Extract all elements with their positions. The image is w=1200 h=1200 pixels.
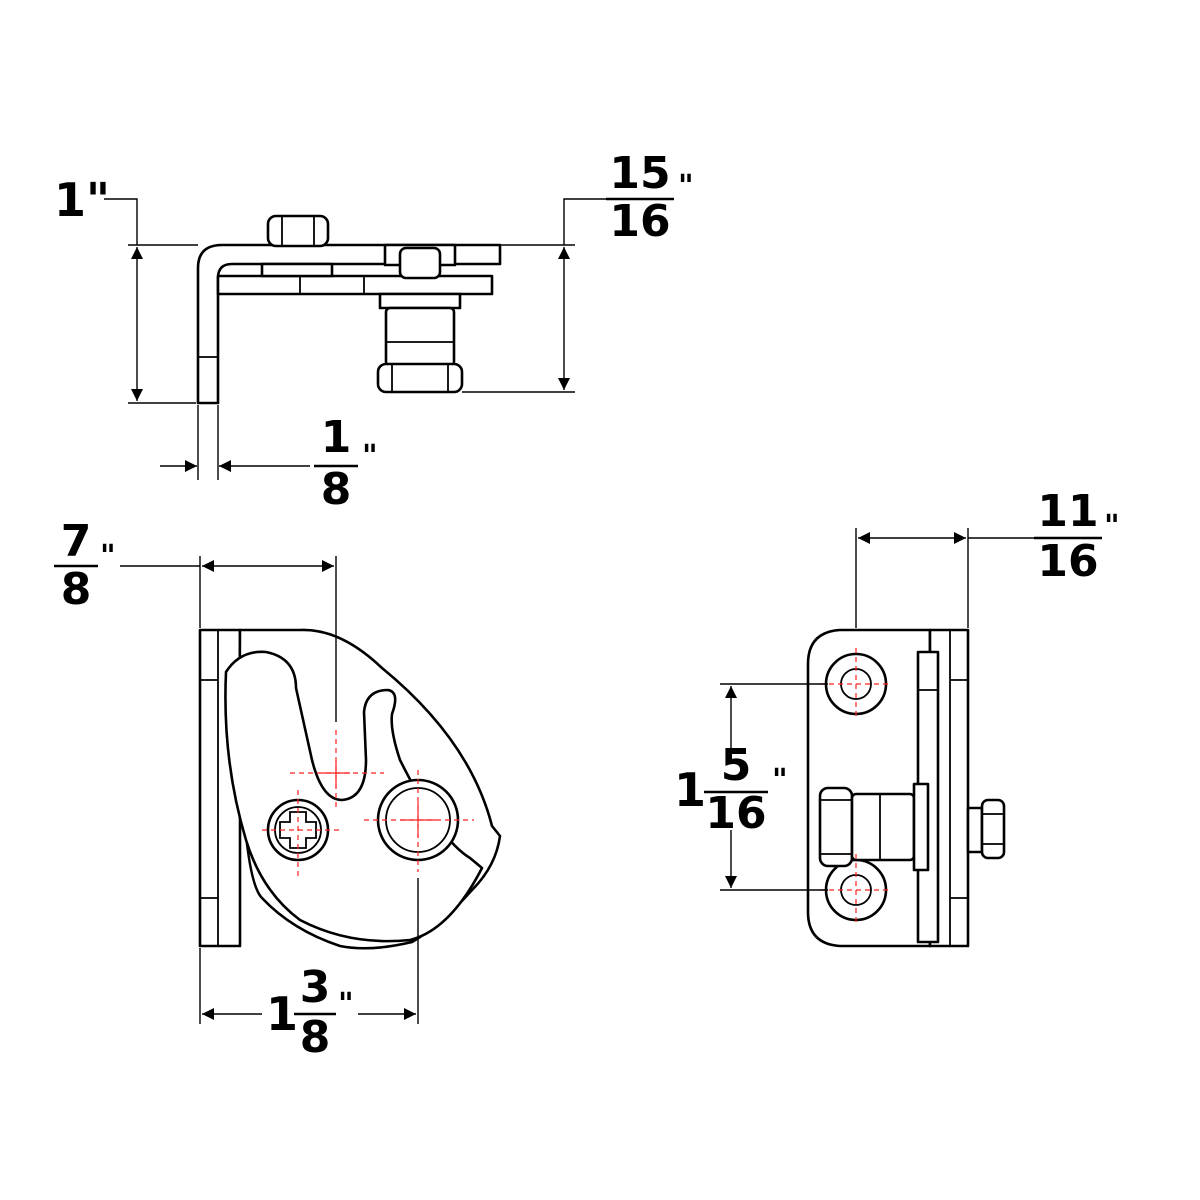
top-view-pin-collar (378, 292, 462, 310)
top-thickness-unit: " (362, 439, 378, 474)
side-span-num: 5 (721, 740, 752, 791)
front-span-unit: " (338, 987, 354, 1022)
front-width-den: 8 (61, 564, 92, 615)
side-view-washer (966, 806, 984, 854)
top-view-plate (216, 274, 494, 296)
side-width-num: 11 (1037, 486, 1098, 537)
side-view-nut (980, 798, 1006, 860)
top-view-pin-shaft (384, 306, 456, 368)
front-span-whole: 1 (266, 987, 298, 1041)
top-view-bracket (196, 243, 502, 405)
top-thickness-num: 1 (321, 412, 352, 463)
side-width-unit: " (1104, 509, 1120, 544)
top-height-label: 1" (54, 173, 110, 227)
dimension-labels: 1" 15 16 " 1 8 " 7 8 " 1 3 8 " 11 16 " 1… (54, 148, 1120, 1063)
top-view-washer (260, 262, 334, 278)
top-view-nut (266, 214, 330, 248)
front-view (120, 556, 502, 1024)
side-span-unit: " (772, 763, 788, 798)
front-span-den: 8 (300, 1012, 331, 1063)
side-span-whole: 1 (674, 763, 706, 817)
front-span-num: 3 (300, 962, 331, 1013)
top-view-pin-head (376, 362, 464, 394)
top-view-latch-cap (398, 246, 442, 280)
top-depth-den: 16 (609, 196, 670, 247)
side-view (720, 528, 1034, 948)
phillips-icon (279, 811, 317, 849)
top-depth-unit: " (678, 169, 694, 204)
front-width-num: 7 (61, 516, 92, 567)
side-view-pin-collar (912, 782, 930, 872)
front-width-unit: " (100, 539, 116, 574)
side-width-den: 16 (1037, 536, 1098, 587)
top-view (104, 198, 606, 480)
top-depth-num: 15 (609, 148, 670, 199)
side-span-den: 16 (705, 788, 766, 839)
side-view-pin-shaft (850, 792, 916, 862)
top-thickness-den: 8 (321, 464, 352, 515)
front-view-slot (224, 650, 484, 943)
